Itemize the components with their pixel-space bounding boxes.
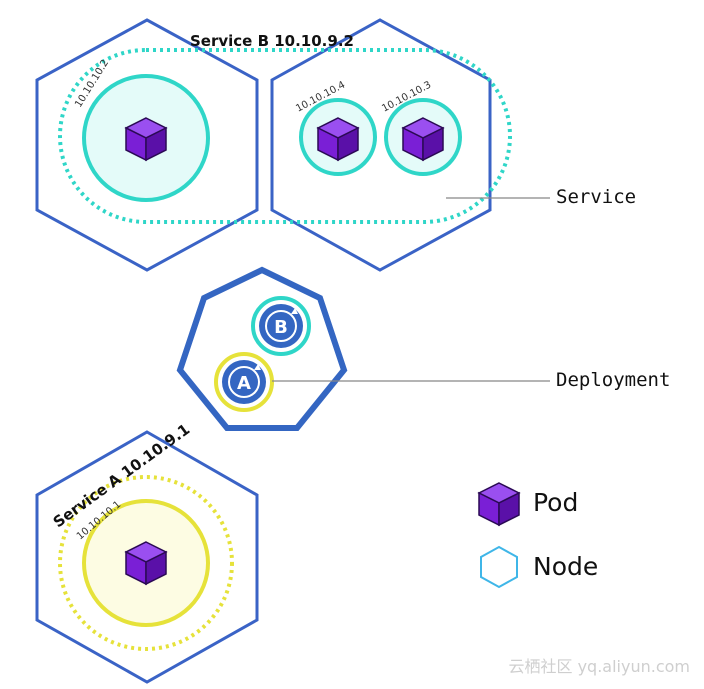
pod-cube-icon — [401, 117, 445, 162]
pod-cube-icon — [316, 117, 360, 162]
service-b-boundary — [58, 48, 512, 224]
pod-cube-icon — [124, 117, 168, 162]
legend-pod-label: Pod — [533, 488, 578, 517]
node-hexagon-3 — [35, 430, 259, 684]
pod-10-10-10-3: 10.10.10.3 — [380, 80, 462, 176]
deployment-replica-a: A — [214, 352, 274, 412]
pod-10-10-10-4: 10.10.10.4 — [294, 80, 377, 176]
rolling-arrow-icon — [254, 364, 261, 370]
pod-10-10-10-1: 10.10.10.1 — [75, 499, 210, 627]
legend-node-hexagon-icon — [480, 545, 518, 589]
deployment-replica-b: B — [251, 296, 311, 356]
service-a-boundary — [58, 475, 234, 651]
service-a-group: Service A 10.10.9.1 10.10.10.1 — [35, 420, 259, 684]
pod-cube-icon — [124, 541, 168, 586]
replica-a-letter: A — [237, 373, 251, 394]
watermark: 云栖社区 yq.aliyun.com — [508, 657, 690, 676]
service-b-group: Service B 10.10.9.2 10.10.10.2 10.10.10.… — [35, 18, 636, 272]
deployment-group: B A Deployment — [176, 266, 670, 431]
deployment-callout-label: Deployment — [556, 369, 670, 391]
rolling-arrow-icon — [291, 308, 298, 314]
pod-10-10-10-2: 10.10.10.2 — [73, 58, 210, 202]
deployment-heptagon — [176, 266, 348, 431]
legend: Pod Node — [477, 482, 598, 589]
node-hexagon-1 — [35, 18, 259, 272]
service-callout-label: Service — [556, 186, 636, 208]
legend-node-label: Node — [533, 552, 598, 581]
service-b-title: Service B 10.10.9.2 — [190, 32, 354, 50]
replica-b-letter: B — [274, 317, 288, 338]
legend-pod-cube-icon — [477, 482, 521, 527]
